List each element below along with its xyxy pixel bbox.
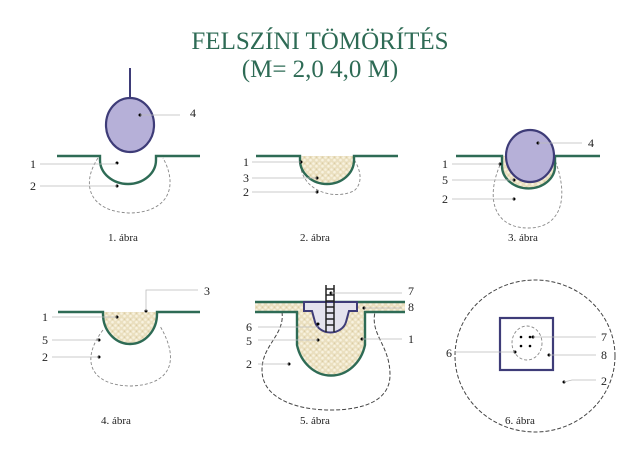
label-4: 4	[190, 106, 196, 120]
figure-1: 1 2 4 1. ábra	[30, 68, 200, 244]
label-7: 7	[408, 284, 414, 298]
label-2: 2	[442, 192, 448, 206]
label-6: 6	[246, 320, 252, 334]
label-2: 2	[42, 350, 48, 364]
label-4: 4	[588, 136, 594, 150]
ground-crater	[456, 154, 600, 190]
label-2: 2	[246, 357, 252, 371]
caption: 1. ábra	[108, 232, 138, 244]
ground-crater	[256, 154, 398, 186]
label-5: 5	[442, 173, 448, 187]
figure-5: 7 8 6 5 1 2 5. ábra	[246, 284, 414, 427]
title-line-1: FELSZÍNI TÖMÖRÍTÉS	[191, 28, 449, 55]
label-8: 8	[601, 348, 607, 362]
caption: 3. ábra	[508, 232, 538, 244]
tamper-weight	[104, 96, 156, 154]
influence-zone	[454, 279, 616, 433]
label-6: 6	[446, 346, 452, 360]
label-7: 7	[601, 330, 607, 344]
figure-4: 3 1 5 2 4. ábra	[42, 284, 210, 427]
label-1: 1	[30, 157, 36, 171]
ground-crater	[57, 154, 200, 186]
figure-2: 1 3 2 2. ábra	[243, 154, 398, 244]
caption: 4. ábra	[101, 415, 131, 427]
tamper-weight	[504, 128, 556, 184]
figure-3: 1 5 2 4 3. ábra	[442, 128, 600, 244]
label-1: 1	[243, 155, 249, 169]
figure-6: 7 6 8 2 6. ábra	[446, 279, 616, 433]
label-3: 3	[204, 284, 210, 298]
label-8: 8	[408, 300, 414, 314]
title-line-2: (M= 2,0 4,0 M)	[241, 56, 399, 83]
label-5: 5	[246, 334, 252, 348]
caption: 5. ábra	[300, 415, 330, 427]
label-5: 5	[42, 333, 48, 347]
caption: 2. ábra	[300, 232, 330, 244]
ground-crater	[58, 310, 200, 346]
caption: 6. ábra	[505, 415, 535, 427]
foundation-plan	[498, 316, 555, 372]
label-1: 1	[42, 310, 48, 324]
label-2: 2	[30, 179, 36, 193]
label-1: 1	[408, 332, 414, 346]
label-3: 3	[243, 171, 249, 185]
label-2: 2	[601, 374, 607, 388]
label-2: 2	[243, 185, 249, 199]
label-1: 1	[442, 157, 448, 171]
